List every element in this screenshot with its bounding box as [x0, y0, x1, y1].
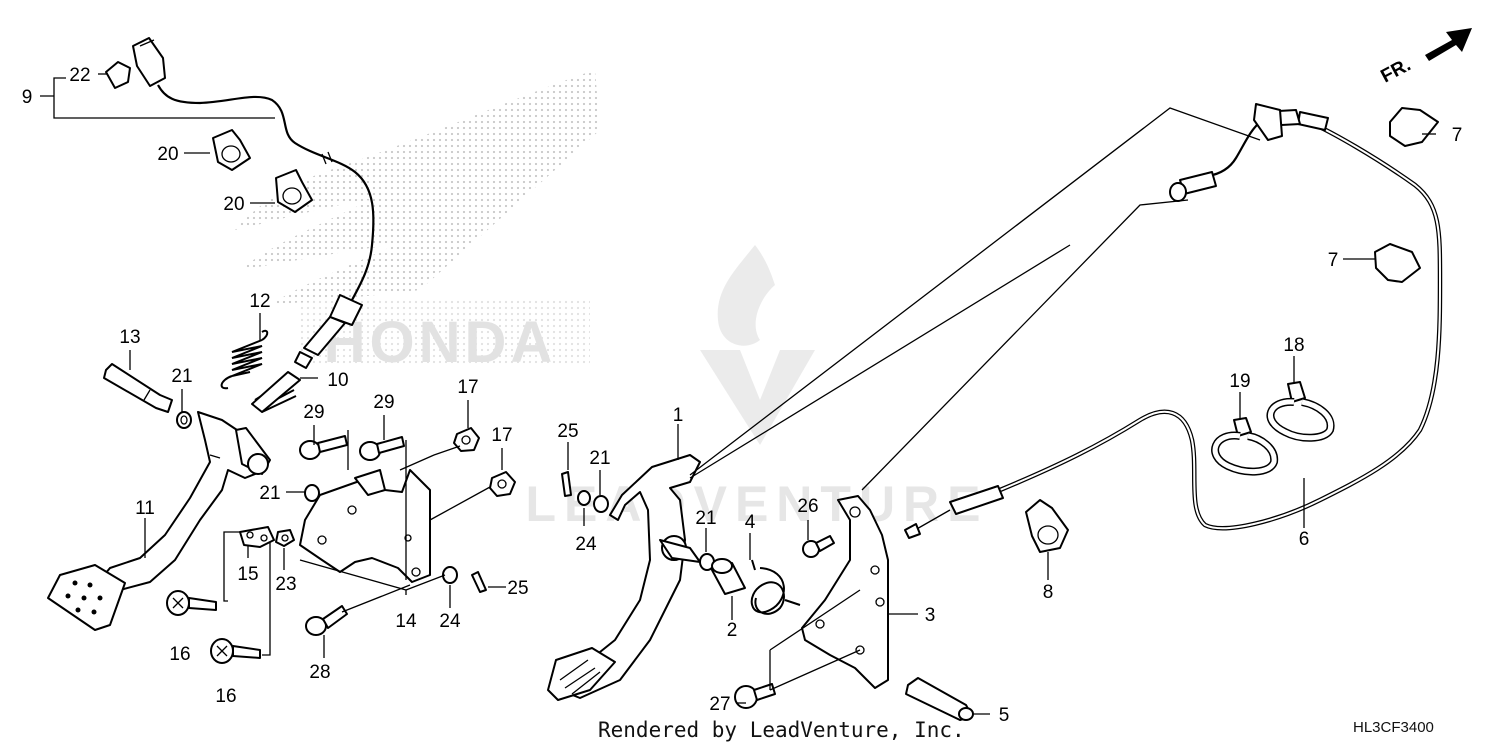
cotter-pin-25b [471, 571, 487, 593]
callout-2: 2 [727, 620, 738, 641]
callout-11: 11 [135, 498, 155, 519]
pivot-pin-13 [103, 363, 173, 413]
callout-labels: 9 22 20 20 12 13 21 10 29 29 17 17 21 11… [22, 65, 1463, 726]
flange-bolt-28 [305, 605, 348, 636]
callout-26: 26 [797, 496, 818, 517]
flange-bolt-27 [734, 683, 776, 709]
callout-21b: 21 [259, 483, 280, 504]
brake-switch-10 [251, 371, 301, 413]
washer-24b [442, 566, 458, 584]
callout-6: 6 [1299, 529, 1310, 550]
front-direction-label: FR. [1377, 55, 1414, 88]
callout-24b: 24 [439, 611, 461, 632]
honda-watermark-text: HONDA [324, 310, 557, 375]
callout-17b: 17 [491, 425, 512, 446]
flange-bolt-26 [802, 535, 835, 558]
cable-clamp-8 [1025, 499, 1069, 553]
callout-28: 28 [309, 662, 330, 683]
pedal-bracket-14 [299, 469, 431, 583]
callout-13: 13 [119, 327, 140, 348]
torx-bolt-16b [210, 638, 261, 664]
callout-3: 3 [925, 605, 936, 626]
accelerator-pedal-1 [547, 454, 701, 701]
torx-bolt-16a [166, 590, 217, 616]
callout-21c: 21 [589, 448, 610, 469]
callout-21a: 21 [171, 366, 192, 387]
callout-22: 22 [69, 65, 90, 86]
callout-20b: 20 [223, 194, 244, 215]
callout-1: 1 [673, 405, 684, 426]
brake-pedal-11 [47, 411, 271, 631]
nut-23 [275, 529, 295, 547]
callout-16b: 16 [215, 686, 236, 707]
flange-bolt-29b [359, 436, 405, 461]
callout-9: 9 [22, 87, 33, 108]
washer-21a [176, 411, 192, 429]
leadventure-logo-watermark [700, 245, 815, 445]
diagram-code: HL3CF3400 [1353, 719, 1434, 736]
harness-clamp-20a [212, 129, 251, 171]
nut-21b [304, 484, 320, 502]
washer-24a [577, 490, 591, 506]
accelerator-bracket-3 [801, 495, 889, 689]
callout-5: 5 [999, 705, 1010, 726]
callout-18: 18 [1283, 335, 1304, 356]
cable-band-19 [1211, 417, 1279, 476]
bushing-2 [711, 558, 746, 595]
callout-8: 8 [1043, 582, 1054, 603]
flange-bolt-29a [299, 435, 348, 460]
callout-17a: 17 [457, 377, 478, 398]
return-spring-12 [220, 329, 269, 390]
callout-7b: 7 [1328, 250, 1339, 271]
callout-10: 10 [327, 370, 348, 391]
rendered-by-footer: Rendered by LeadVenture, Inc. [598, 718, 965, 742]
cable-clip-7b [1374, 243, 1421, 283]
callout-25a: 25 [557, 421, 578, 442]
callout-12: 12 [249, 291, 270, 312]
callout-24a: 24 [575, 534, 597, 555]
brake-switch-harness [132, 37, 375, 369]
callout-7a: 7 [1452, 125, 1463, 146]
honda-wing-watermark: HONDA [235, 70, 600, 375]
callout-4: 4 [745, 512, 756, 533]
front-direction-arrow: FR. [1377, 28, 1472, 87]
callout-19: 19 [1229, 371, 1250, 392]
callout-21d: 21 [695, 508, 716, 529]
flange-nut-17a [453, 427, 480, 452]
callout-20a: 20 [157, 144, 178, 165]
flange-nut-17b [489, 471, 516, 497]
nut-21c [593, 495, 609, 513]
throttle-cable-6 [904, 103, 1443, 539]
leader-lines [40, 73, 1436, 715]
cable-band-18 [1266, 381, 1335, 442]
callout-29a: 29 [303, 402, 324, 423]
callout-27: 27 [709, 694, 730, 715]
cotter-pin-25a [561, 471, 572, 497]
pivot-pin-5 [905, 677, 974, 721]
harness-clamp-20b [275, 169, 313, 213]
cable-clip-7a [1389, 107, 1439, 147]
connector-clip-22 [105, 61, 131, 89]
callout-23: 23 [275, 574, 296, 595]
callout-25b: 25 [507, 578, 528, 599]
torsion-spring-4 [750, 559, 801, 615]
callout-29b: 29 [373, 392, 394, 413]
cable-bracket-15 [239, 526, 275, 548]
callout-15: 15 [237, 564, 258, 585]
callout-14: 14 [395, 611, 417, 632]
callout-16a: 16 [169, 644, 190, 665]
